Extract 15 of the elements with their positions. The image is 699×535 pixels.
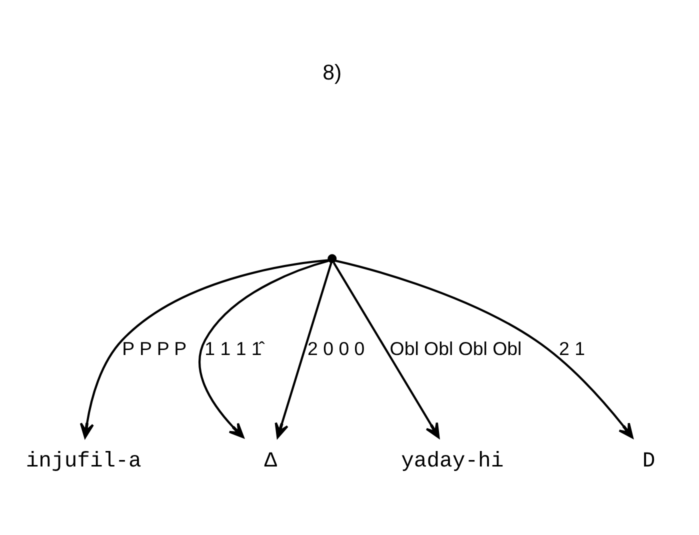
label: 8) (322, 60, 342, 84)
edge-label: Obl Obl Obl Obl (390, 337, 522, 358)
arrow (80, 258, 329, 438)
node-text: yaday-hi (401, 449, 504, 474)
edge-label: P P P P (122, 337, 187, 358)
arrow (274, 262, 332, 438)
arrow (336, 259, 634, 438)
edge-label: 2 0 0 0 (308, 337, 365, 358)
node-text: Δ (264, 449, 278, 474)
arrow (332, 262, 440, 438)
node-point (328, 254, 337, 263)
node-text: D (642, 449, 656, 474)
edge-label: 2 1 (559, 337, 585, 358)
node-text: injufil-a (26, 449, 142, 474)
arrow (198, 259, 329, 438)
